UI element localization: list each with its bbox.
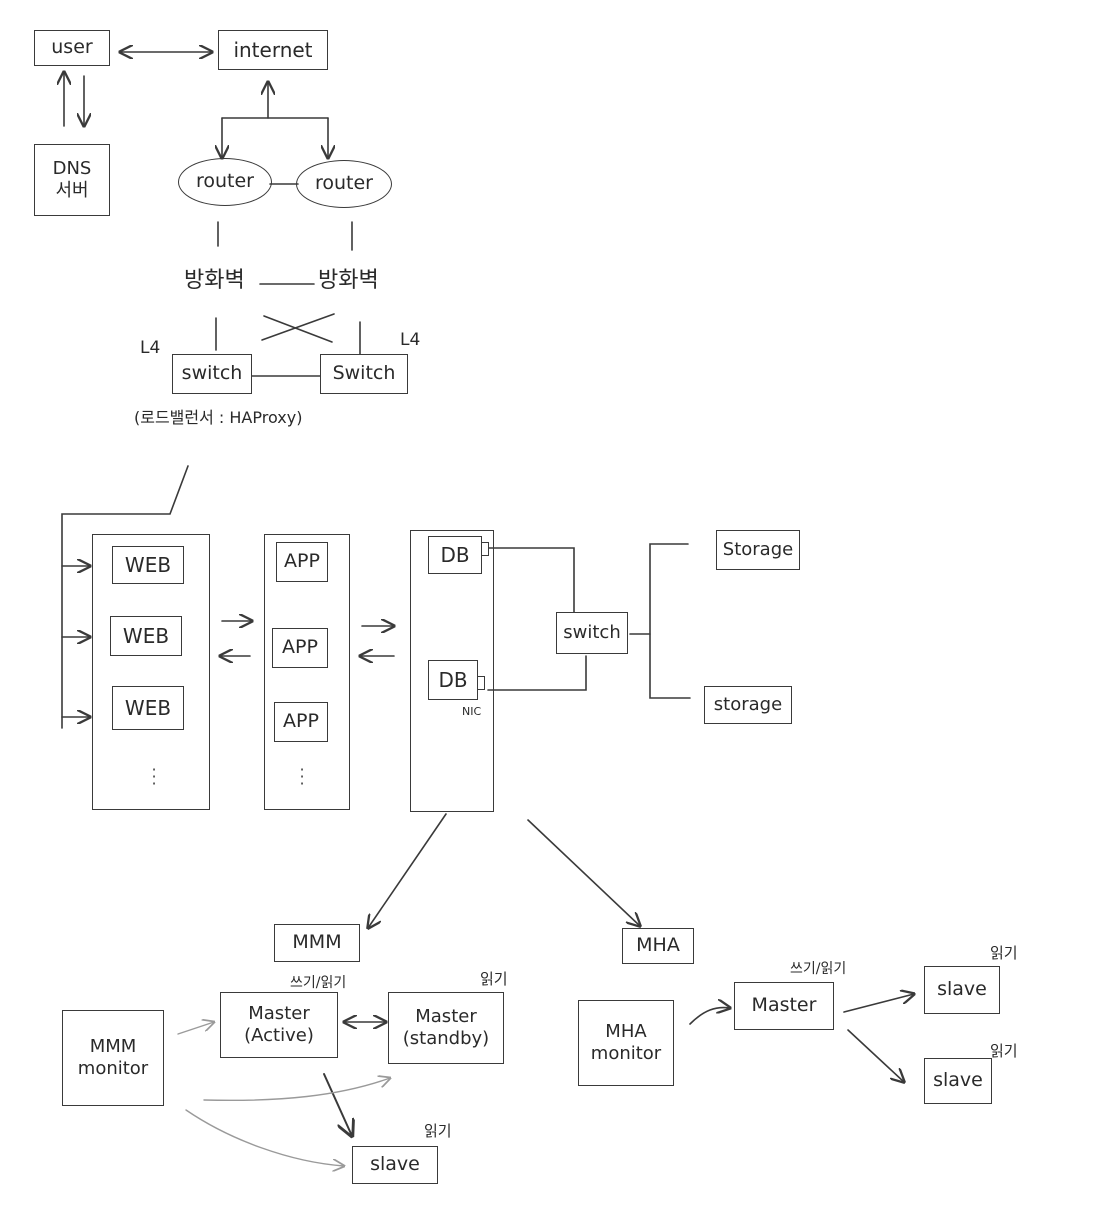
router-right: router [296,160,392,208]
load-balancer-note: (로드밸런서 : HAProxy) [134,408,303,427]
db-switch-label: switch [563,621,621,643]
router-right-label: router [314,172,373,195]
app-node-label: APP [284,550,320,573]
nic-port [481,542,489,556]
app-node: APP [276,542,328,582]
switch-left-label: switch [181,362,243,385]
db-switch-box: switch [556,612,628,654]
mmm-master-standby-box: Master (standby) [388,992,504,1064]
storage-box: storage [704,686,792,724]
web-tier-column [92,534,210,810]
mha-master-label: Master [751,994,817,1017]
nic-label: NIC [462,705,482,718]
app-node: APP [274,702,328,742]
mha-slave-note: 읽기 [990,944,1018,962]
dns-label: DNS [52,157,92,179]
mmm-active-note: 쓰기/읽기 [290,975,347,991]
mmm-title-box: MMM [274,924,360,962]
app-node-label: APP [282,636,318,659]
mha-slave-box: slave [924,1058,992,1104]
storage-label: storage [713,693,783,715]
user-label: user [51,36,93,59]
mha-slave-box: slave [924,966,1000,1014]
l4-left-label: L4 [140,338,161,358]
router-left-label: router [195,170,254,193]
dns-server-label: 서버 [55,180,89,201]
web-node-label: WEB [122,623,170,648]
mmm-standby-note: 읽기 [480,970,508,988]
mmm-master-standby-title: Master [415,1005,477,1027]
storage-label: Storage [722,538,794,560]
mmm-slave-label: slave [370,1153,420,1176]
router-left: router [178,158,272,206]
mmm-monitor-title: MMM [89,1035,137,1057]
switch-right-label: Switch [332,362,396,385]
mha-title-label: MHA [636,934,680,957]
mha-slave-label: slave [937,978,987,1001]
db-node: DB [428,660,478,700]
mha-slave-label: slave [933,1069,983,1092]
db-node-label: DB [440,542,470,567]
mmm-master-active-role: (Active) [244,1025,314,1046]
app-node: APP [272,628,328,668]
mmm-title-label: MMM [292,931,342,954]
mmm-monitor-box: MMM monitor [62,1010,164,1106]
db-node: DB [428,536,482,574]
mha-master-note: 쓰기/읽기 [790,961,847,977]
mha-monitor-title: MHA [605,1020,647,1042]
internet-box: internet [218,30,328,70]
mmm-monitor-sub: monitor [77,1058,149,1079]
mha-master-box: Master [734,982,834,1030]
firewall-right-label: 방화벽 [318,268,379,293]
mmm-master-standby-role: (standby) [402,1028,490,1049]
nic-port [477,676,485,690]
mha-slave-note: 읽기 [990,1042,1018,1060]
firewall-left-label: 방화벽 [184,268,245,293]
switch-left-box: switch [172,354,252,394]
mmm-slave-note: 읽기 [424,1122,452,1140]
mmm-master-active-box: Master (Active) [220,992,338,1058]
mha-monitor-box: MHA monitor [578,1000,674,1086]
web-node-label: WEB [124,695,172,720]
mmm-master-active-title: Master [248,1002,310,1024]
mmm-slave-box: slave [352,1146,438,1184]
web-more-indicator: ··· [151,760,157,793]
db-node-label: DB [438,667,468,692]
app-tier-column [264,534,350,810]
user-box: user [34,30,110,66]
web-node: WEB [112,686,184,730]
app-node-label: APP [283,710,319,733]
web-node-label: WEB [124,552,172,577]
internet-label: internet [233,37,313,62]
db-tier-column [410,530,494,812]
storage-box: Storage [716,530,800,570]
mha-monitor-sub: monitor [590,1043,662,1064]
app-more-indicator: ··· [299,760,305,793]
mha-title-box: MHA [622,928,694,964]
dns-server-box: DNS 서버 [34,144,110,216]
web-node: WEB [110,616,182,656]
web-node: WEB [112,546,184,584]
l4-right-label: L4 [400,330,421,350]
switch-right-box: Switch [320,354,408,394]
